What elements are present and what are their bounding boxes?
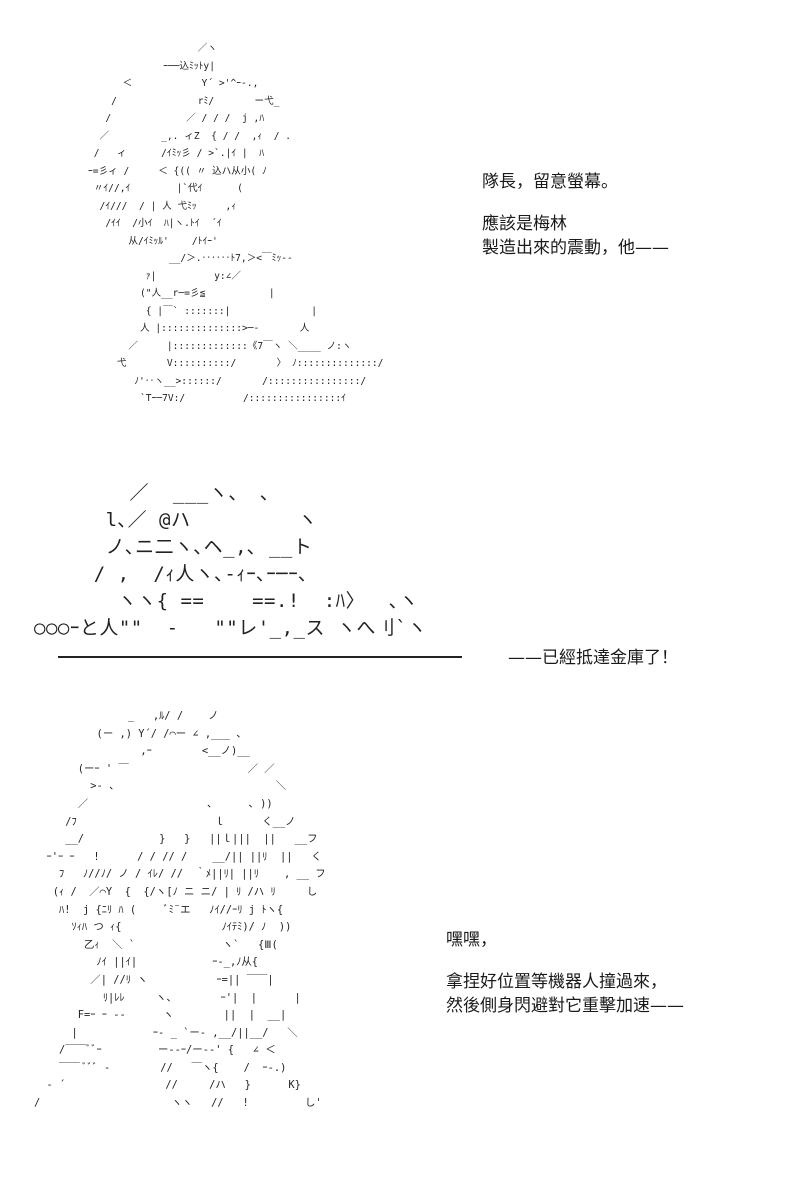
dialogue-line: ——已經抵達金庫了！	[508, 648, 678, 668]
panel-1: ／ヽ ｰ──込ﾐｯﾄy| ＜ Y´ >'^ｰ-., / rﾐ/ ー弋_ / ／ …	[0, 0, 800, 460]
dialogue-block-1: 隊長，留意螢幕。 應該是梅林 製造出來的震動，他——	[482, 170, 669, 260]
dialogue-line: 應該是梅林	[482, 214, 567, 234]
dialogue-block-3: 嘿嘿， 拿捏好位置等機器人撞過來， 然後側身閃避對它重擊加速——	[446, 928, 684, 1018]
dialogue-line: 製造出來的震動，他——	[482, 238, 669, 258]
dialogue-line: 隊長，留意螢幕。	[482, 172, 618, 192]
ascii-art-character-2: ／ ___ヽ、 、 l､／ @ハ ヽ ノ､ニ二ヽ､ヘ_,､ __ト / , /ｨ…	[34, 482, 427, 639]
ascii-art-character-1: ／ヽ ｰ──込ﾐｯﾄy| ＜ Y´ >'^ｰ-., / rﾐ/ ー弋_ / ／ …	[88, 43, 384, 404]
dialogue-line: 然後側身閃避對它重擊加速——	[446, 996, 684, 1016]
dialogue-block-2: ——已經抵達金庫了！	[508, 646, 678, 670]
panel-2: ／ ___ヽ、 、 l､／ @ハ ヽ ノ､ニ二ヽ､ヘ_,､ __ト / , /ｨ…	[0, 470, 800, 690]
dialogue-line: 嘿嘿，	[446, 930, 497, 950]
panel-3: _ ,ﾙ/ / ノ (ー ,) Y´/ /⌒ー ∠ ,___ 、 ,ｰ <__ノ…	[0, 700, 800, 1200]
dialogue-line: 拿捏好位置等機器人撞過來，	[446, 972, 667, 992]
ascii-art-character-3: _ ,ﾙ/ / ノ (ー ,) Y´/ /⌒ー ∠ ,___ 、 ,ｰ <__ノ…	[34, 710, 326, 1110]
ground-line	[58, 656, 462, 658]
